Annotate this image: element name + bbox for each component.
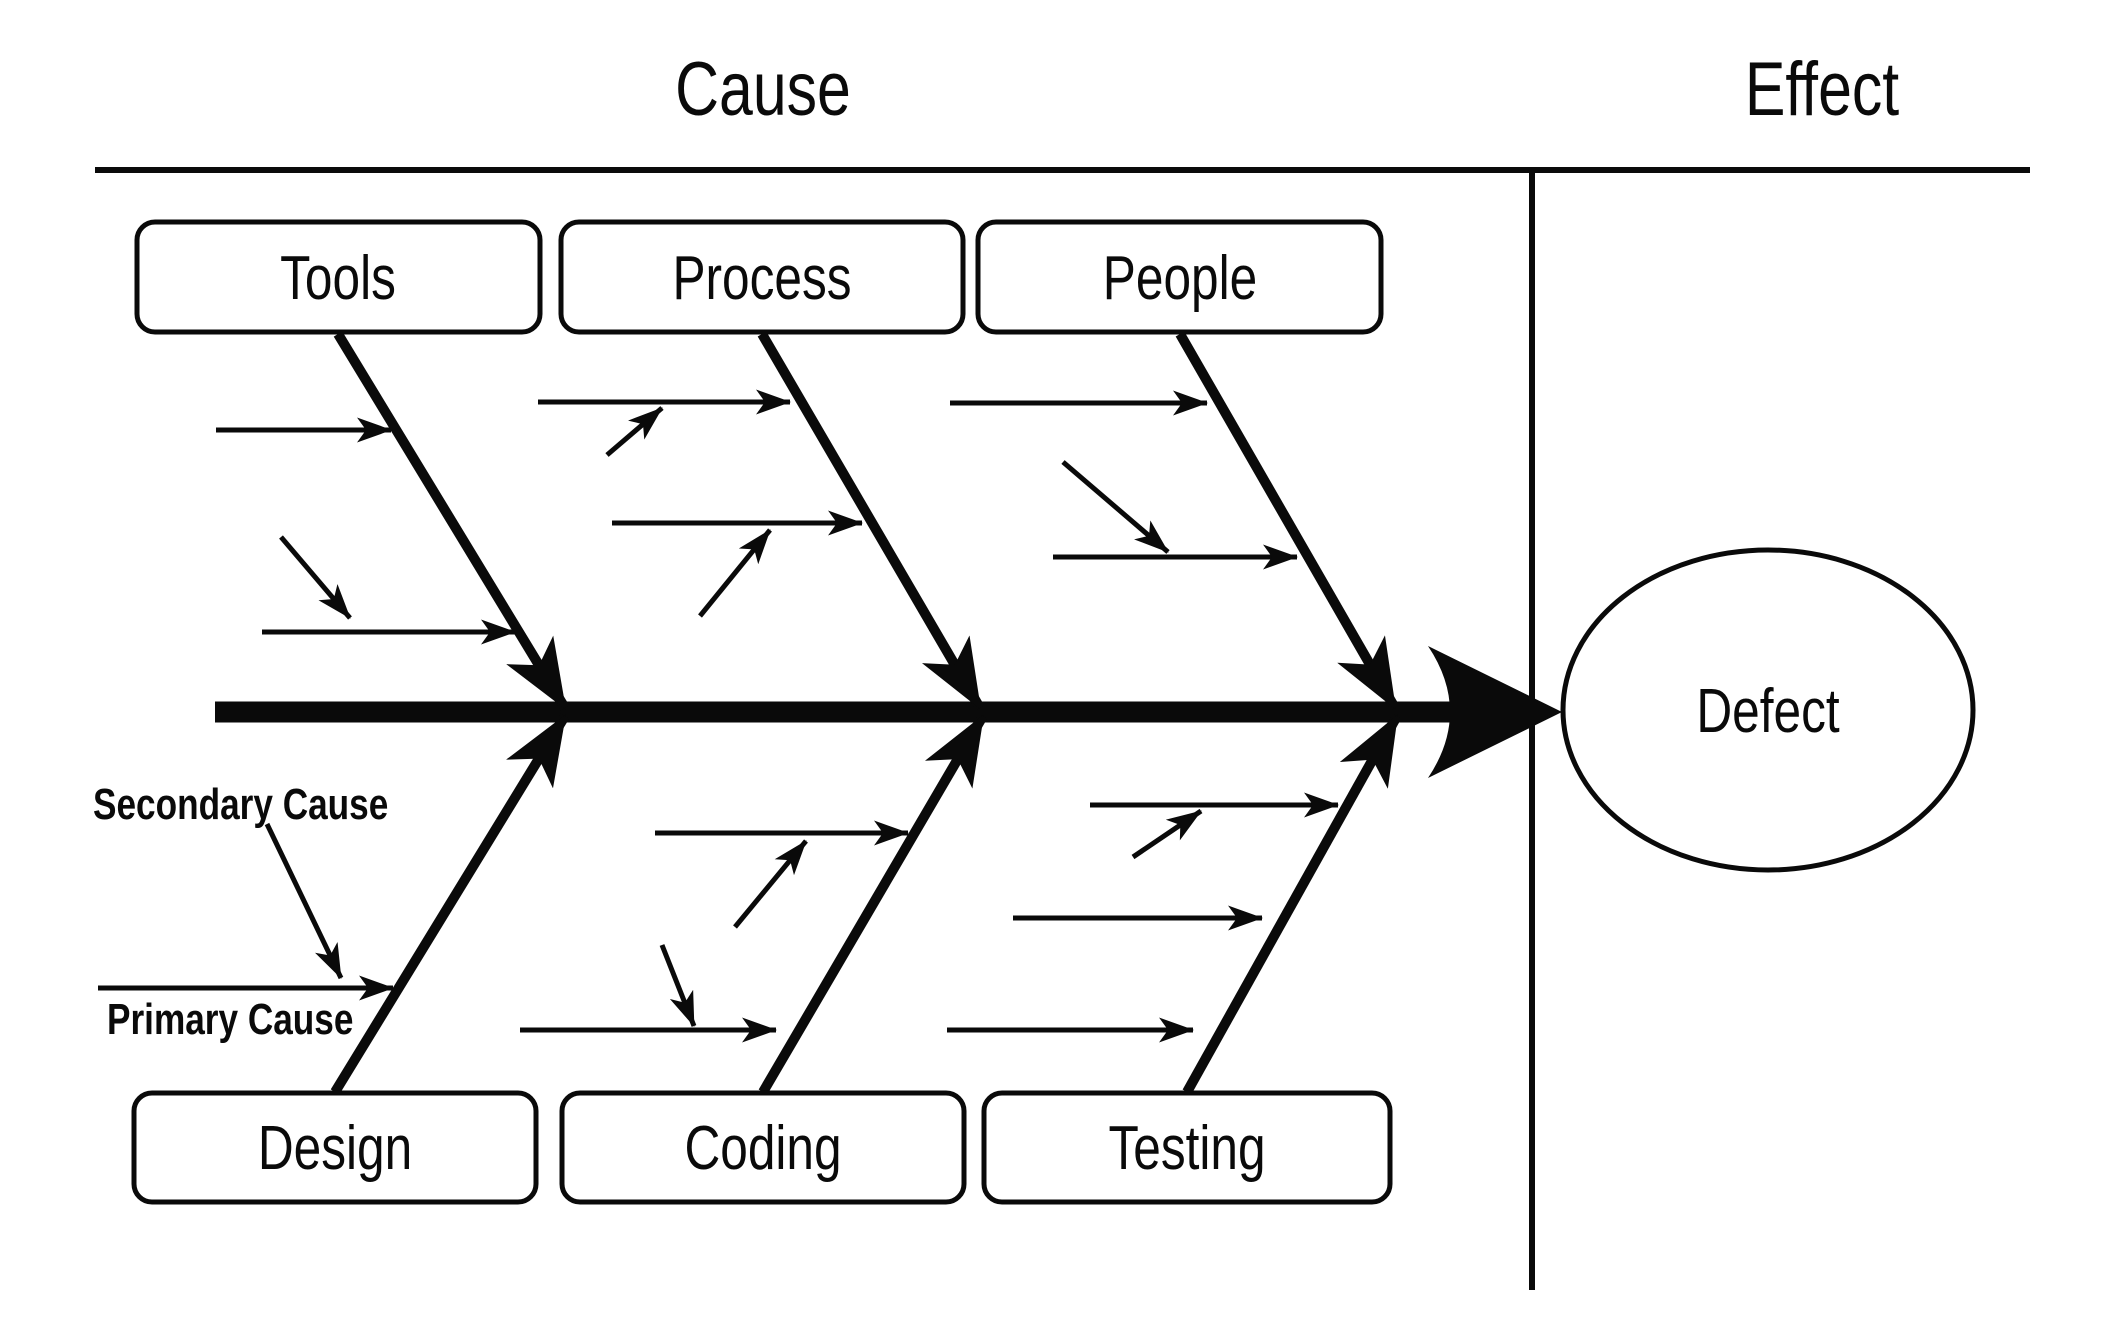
process-subcause-arrow-4 — [698, 528, 772, 618]
spine-arrow — [215, 646, 1562, 778]
coding-subcause-arrow-2 — [733, 839, 808, 929]
tools-box-label: Tools — [280, 243, 396, 313]
process-branch-line — [757, 331, 985, 711]
effect-node: Defect — [1560, 547, 1976, 873]
defect-ellipse — [1560, 547, 1976, 873]
testing-branch-line — [1182, 713, 1402, 1095]
category-box-process: Process — [558, 219, 966, 335]
testing-box-label: Testing — [1108, 1113, 1265, 1183]
people-branch-line — [1175, 331, 1400, 711]
branch-testing — [947, 713, 1402, 1095]
design-branch-line — [330, 713, 570, 1095]
branch-tools — [216, 331, 570, 711]
coding-subcause-arrow-3 — [659, 944, 697, 1027]
design-box — [131, 1090, 539, 1205]
process-box-label: Process — [672, 243, 851, 313]
category-box-coding: Coding — [559, 1090, 967, 1205]
process-box — [558, 219, 966, 335]
process-subcause-arrow-2 — [605, 406, 664, 457]
people-box-label: People — [1103, 243, 1257, 313]
branch-people — [950, 331, 1400, 711]
category-box-design: Design — [131, 1090, 539, 1205]
annotation-secondary-cause: Secondary Cause — [93, 780, 388, 980]
defect-label: Defect — [1696, 676, 1840, 746]
secondary-cause-pointer-arrow — [264, 822, 344, 980]
design-box-label: Design — [258, 1113, 412, 1183]
annotation-primary-cause: Primary Cause — [98, 975, 394, 1044]
testing-box — [981, 1090, 1393, 1205]
category-box-testing: Testing — [981, 1090, 1393, 1205]
tools-box — [134, 219, 543, 335]
cause-section-title: Cause — [675, 47, 851, 132]
coding-box-label: Coding — [684, 1113, 841, 1183]
branch-coding — [520, 713, 988, 1095]
coding-branch-line — [758, 713, 988, 1095]
testing-subcause-arrow-2 — [1131, 808, 1203, 860]
branch-design — [330, 713, 570, 1095]
coding-box — [559, 1090, 967, 1205]
primary-cause-label: Primary Cause — [107, 995, 353, 1044]
people-box — [975, 219, 1384, 335]
tools-subcause-arrow-2 — [279, 535, 352, 620]
tools-branch-line — [333, 331, 570, 711]
spine-arrowhead-icon — [1428, 646, 1562, 778]
people-subcause-arrow-2 — [1061, 460, 1170, 554]
secondary-cause-label: Secondary Cause — [93, 780, 388, 829]
category-box-people: People — [975, 219, 1384, 335]
effect-section-title: Effect — [1745, 47, 1899, 132]
branch-process — [538, 331, 985, 711]
category-box-tools: Tools — [134, 219, 543, 335]
